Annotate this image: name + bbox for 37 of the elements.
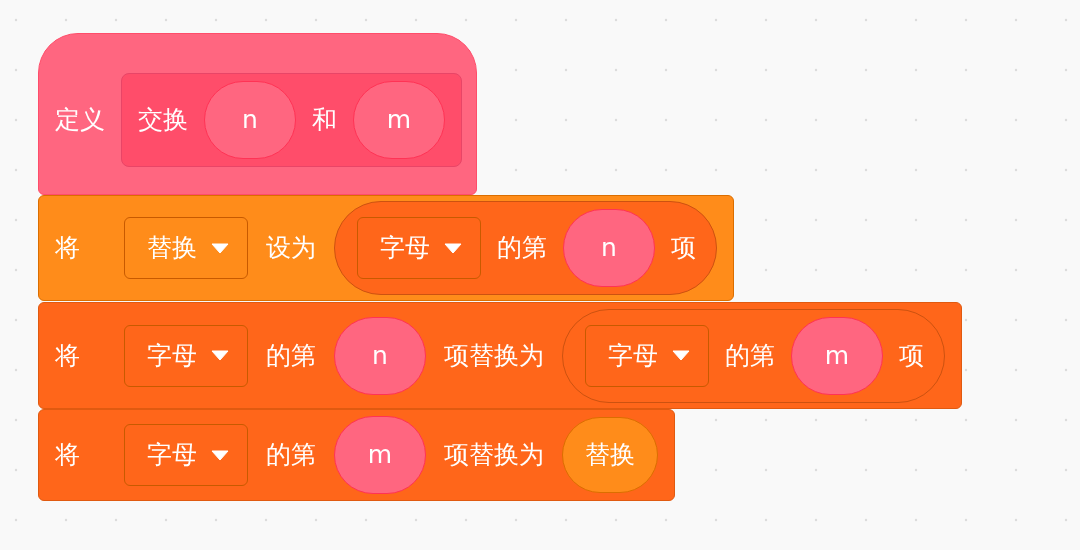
block-label: 设为: [266, 233, 316, 263]
block-label: 的第: [725, 340, 775, 371]
block-label: m: [386, 105, 412, 135]
block-label: 项: [899, 340, 924, 371]
command-block: [38, 302, 962, 409]
define-hat-block: [38, 33, 477, 195]
block-label: 项替换为: [444, 440, 544, 470]
block-label: 定义: [55, 105, 105, 135]
dropdown-field: [585, 324, 709, 387]
block-label: 的第: [266, 340, 316, 371]
command-block: [38, 195, 734, 301]
block-label: 的第: [266, 440, 316, 470]
block-label: 将: [55, 340, 80, 371]
block-label: 替换: [585, 440, 635, 470]
dropdown-field: [124, 424, 248, 486]
block-label: n: [372, 340, 388, 371]
block-label: 将: [55, 233, 80, 263]
dropdown-field: [124, 324, 248, 387]
block-label: 字母: [608, 340, 658, 371]
block-label: 替换: [147, 233, 197, 263]
block-label: 字母: [147, 440, 197, 470]
dropdown-field: [124, 217, 248, 279]
block-label: m: [367, 440, 393, 470]
block-label: 将: [55, 440, 80, 470]
block-label: 字母: [380, 233, 430, 263]
block-label: n: [601, 233, 617, 263]
dropdown-field: [357, 217, 481, 279]
block-label: 交换: [138, 105, 188, 135]
custom-block-prototype: [121, 73, 462, 167]
block-label: 和: [312, 105, 337, 135]
block-label: 的第: [497, 233, 547, 263]
block-label: 字母: [147, 340, 197, 371]
block-label: m: [824, 340, 850, 371]
block-label: n: [242, 105, 258, 135]
command-block: [38, 409, 675, 501]
block-label: 项: [671, 233, 696, 263]
block-label: 项替换为: [444, 340, 544, 371]
